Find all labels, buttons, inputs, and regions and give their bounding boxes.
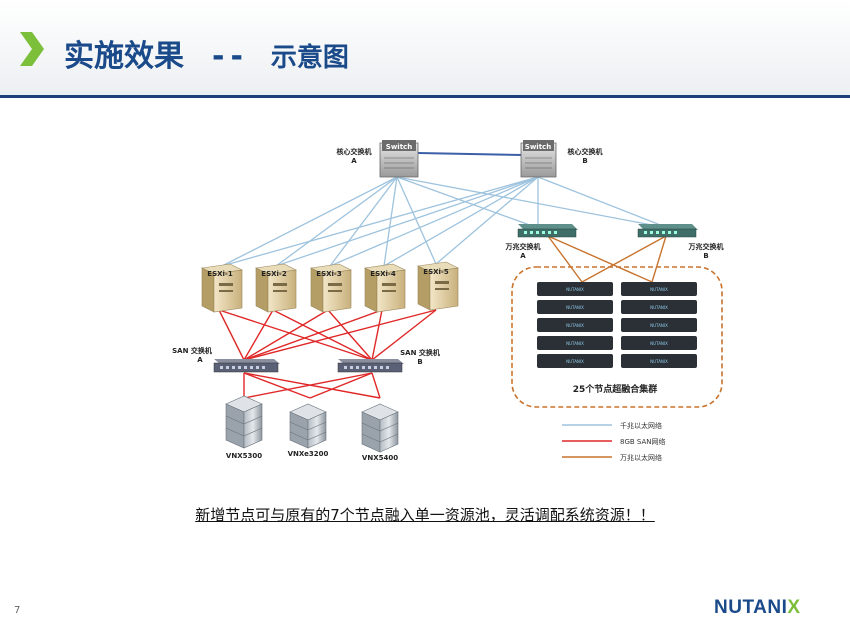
esxi-host-4 — [364, 263, 406, 313]
storage-label-vnx5400: VNX5400 — [362, 454, 398, 462]
san-switch-b-label: SAN 交换机 — [400, 348, 440, 357]
esxi-host-1-label: ESXi-1 — [207, 270, 233, 278]
node-brand: NUTANIX — [566, 359, 584, 364]
caption: 新增节点可与原有的7个节点融入单一资源池，灵活调配系统资源！！ — [0, 504, 850, 525]
san-switch-b — [337, 359, 404, 373]
core-switch-a-label: 核心交换机 — [337, 147, 372, 156]
esxi-host-3-label: ESXi-3 — [316, 270, 342, 278]
core-switch-a — [379, 140, 419, 178]
storage-array-vnxe3200 — [289, 403, 327, 449]
storage-array-vnx5300 — [225, 395, 263, 449]
core-switch-b — [520, 140, 557, 178]
storage-label-vnxe3200: VNXe3200 — [288, 450, 329, 458]
node-brand: NUTANIX — [650, 323, 668, 328]
cluster-nodes-left — [537, 282, 613, 368]
cluster-boundary — [511, 266, 723, 408]
san-switch-a-suffix: A — [197, 356, 203, 364]
cluster-label: 25个节点超融合集群 — [573, 383, 658, 395]
ten-gigabit-switch-b-suffix: B — [703, 252, 708, 260]
title-main: 实施效果 — [64, 39, 184, 74]
legend-label-ten-gigabit: 万兆以太网络 — [620, 453, 662, 462]
chevron-icon — [20, 32, 44, 66]
ten-gigabit-switch-a — [517, 224, 578, 238]
ten-gigabit-switch-a-suffix: A — [520, 252, 526, 260]
ten-gigabit-switch-b — [637, 224, 698, 238]
title-separator: -- — [212, 39, 249, 74]
san-switch-b-suffix: B — [417, 358, 422, 366]
san-switch-a — [213, 359, 280, 373]
esxi-host-5 — [417, 261, 459, 311]
esxi-host-4-label: ESXi-4 — [370, 270, 396, 278]
legend-label-san: 8GB SAN网络 — [620, 437, 666, 446]
page-number: 7 — [14, 605, 21, 616]
esxi-host-5-label: ESXi-5 — [423, 268, 449, 276]
core-switch-b-tag: Switch — [525, 143, 551, 151]
san-switch-a-label: SAN 交换机 — [172, 346, 212, 355]
cluster-nodes-right — [621, 282, 697, 368]
cluster-node-brands: NUTANIX NUTANIX NUTANIX NUTANIX NUTANIX … — [566, 287, 668, 364]
node-brand: NUTANIX — [650, 287, 668, 292]
node-brand: NUTANIX — [650, 305, 668, 310]
core-switch-a-suffix: A — [351, 157, 357, 165]
ten-gigabit-links — [547, 235, 667, 283]
esxi-host-3 — [310, 263, 352, 313]
storage-label-vnx5300: VNX5300 — [226, 452, 262, 460]
node-brand: NUTANIX — [650, 359, 668, 364]
ten-gigabit-switch-a-label: 万兆交换机 — [505, 242, 541, 251]
gigabit-links — [221, 176, 669, 267]
logo-accent: X — [787, 597, 801, 618]
storage-array-vnx5400 — [361, 403, 399, 453]
core-switch-a-tag: Switch — [386, 143, 412, 151]
legend: 千兆以太网络 8GB SAN网络 万兆以太网络 — [562, 421, 666, 462]
node-brand: NUTANIX — [650, 341, 668, 346]
core-switch-b-suffix: B — [582, 157, 587, 165]
page-title: 实施效果 -- 示意图 — [64, 31, 349, 75]
esxi-host-2-label: ESXi-2 — [261, 270, 287, 278]
san-links — [218, 309, 437, 399]
slide-header — [0, 0, 850, 97]
legend-label-gigabit: 千兆以太网络 — [620, 421, 662, 430]
caption-text: 新增节点可与原有的7个节点融入单一资源池，灵活调配系统资源！！ — [195, 506, 655, 524]
ten-gigabit-switch-b-label: 万兆交换机 — [688, 242, 724, 251]
logo-main: NUTANI — [714, 597, 788, 618]
node-brand: NUTANIX — [566, 341, 584, 346]
esxi-host-2 — [255, 263, 297, 313]
node-brand: NUTANIX — [566, 287, 584, 292]
node-brand: NUTANIX — [566, 305, 584, 310]
node-brand: NUTANIX — [566, 323, 584, 328]
core-switch-b-label: 核心交换机 — [568, 147, 603, 156]
header-rule — [0, 95, 850, 98]
esxi-host-1 — [201, 263, 243, 313]
title-subtitle: 示意图 — [270, 43, 349, 73]
nutanix-logo: NUTANIX — [714, 597, 801, 619]
